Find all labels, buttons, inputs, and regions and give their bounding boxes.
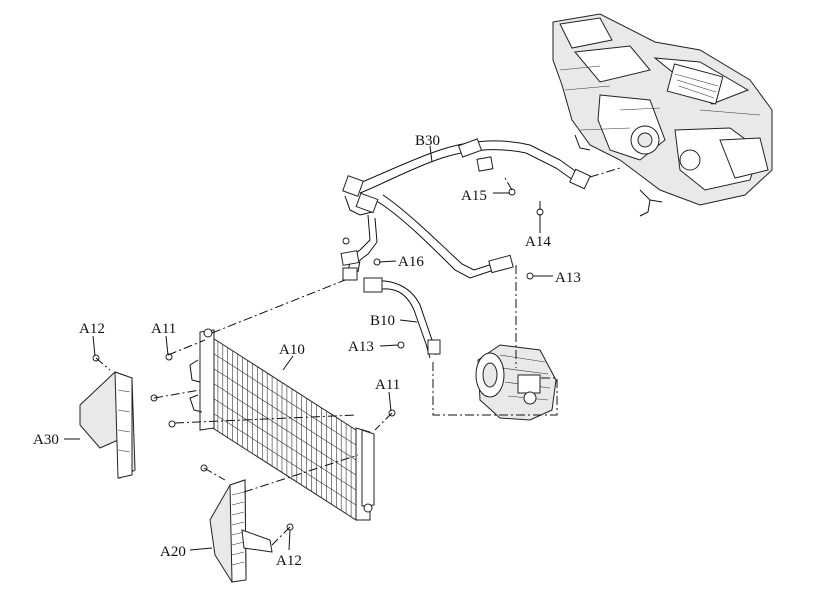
label-a11-right: A11 [375, 377, 400, 393]
label-a14: A14 [525, 234, 551, 250]
b30-suction-pipe [340, 138, 591, 281]
label-b10: B10 [370, 313, 395, 329]
b10-discharge-pipe [363, 277, 441, 359]
label-a30: A30 [33, 432, 59, 448]
bracket-a30 [79, 371, 136, 479]
label-a13-right: A13 [555, 270, 581, 286]
label-a12-bottom: A12 [276, 553, 302, 569]
connection-lines [95, 167, 621, 546]
part-labels: B30 A15 A14 A16 A13 B10 A13 A12 A11 A10 … [33, 133, 581, 569]
label-a15: A15 [461, 188, 487, 204]
label-b30: B30 [415, 133, 440, 149]
label-a12-top: A12 [79, 321, 105, 337]
label-a11-left: A11 [151, 321, 176, 337]
label-a16: A16 [398, 254, 424, 270]
label-a10: A10 [279, 342, 305, 358]
label-a13-left: A13 [348, 339, 374, 355]
label-a20: A20 [160, 544, 186, 560]
leader-lines [64, 145, 553, 551]
bracket-a20 [209, 479, 273, 583]
condenser-a10 [189, 328, 375, 521]
compressor [475, 344, 557, 421]
hvac-evaporator-unit [552, 13, 773, 217]
